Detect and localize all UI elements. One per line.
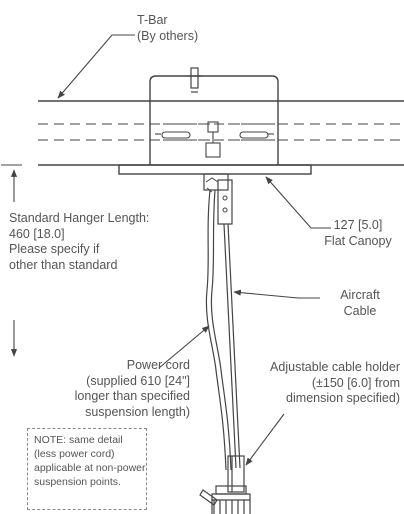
power-cord-label: Power cord (supplied 610 [24"] longer th… (40, 358, 190, 420)
leaders (57, 34, 331, 466)
clip-housing (149, 67, 279, 165)
canopy-label: 127 [5.0] Flat Canopy (318, 218, 398, 249)
hanger-length-dimension (1, 164, 22, 357)
t-bar (38, 100, 404, 166)
note-line-1: NOTE: same detail (34, 434, 123, 446)
cable-holder (199, 455, 251, 514)
power-label-line-1: Power cord (126, 358, 190, 372)
aircraft-cable (223, 223, 241, 469)
aircraft-cable-label: Aircraft Cable (330, 288, 390, 319)
hanger-label-line-3: Please specify if (9, 242, 100, 256)
hanger-label-line-4: other than standard (9, 257, 118, 272)
canopy-label-line-2: Flat Canopy (324, 233, 392, 248)
hanger-length-label: Standard Hanger Length: 460 [18.0] Pleas… (9, 211, 149, 273)
power-leader (158, 325, 210, 369)
note-line-4: suspension points. (34, 476, 121, 488)
power-label-line-3: longer than specified (74, 389, 190, 403)
power-label-line-4: suspension length) (85, 404, 190, 419)
holder-leader (245, 413, 285, 466)
cable-holder-label: Adjustable cable holder (±150 [6.0] from… (248, 360, 400, 407)
canopy-leader (265, 176, 331, 229)
tbar-leader (57, 34, 135, 99)
aircraft-label-line-1: Aircraft (340, 288, 380, 302)
note-line-3: applicable at non-power (34, 462, 146, 474)
tbar-label: T-Bar (By others) (137, 13, 198, 44)
aircraft-label-line-2: Cable (343, 303, 377, 318)
hanger-label-line-1: Standard Hanger Length: (9, 211, 150, 225)
power-label-line-2: (supplied 610 [24"] (86, 373, 190, 388)
hanger-label-line-2: 460 [18.0] (9, 226, 65, 241)
note-line-2: (less power cord) (34, 448, 115, 460)
holder-label-line-3: dimension specified) (286, 391, 400, 405)
note-box: NOTE: same detail (less power cord) appl… (27, 428, 147, 510)
tbar-label-line-1: T-Bar (137, 13, 168, 27)
aircraft-leader (233, 289, 320, 299)
power-cord (205, 189, 232, 471)
holder-label-line-1: Adjustable cable holder (270, 360, 400, 374)
holder-label-line-2: (±150 [6.0] from (311, 375, 400, 390)
tbar-label-line-2: (By others) (137, 28, 199, 43)
flat-canopy (118, 164, 312, 225)
canopy-label-line-1: 127 [5.0] (333, 218, 383, 232)
